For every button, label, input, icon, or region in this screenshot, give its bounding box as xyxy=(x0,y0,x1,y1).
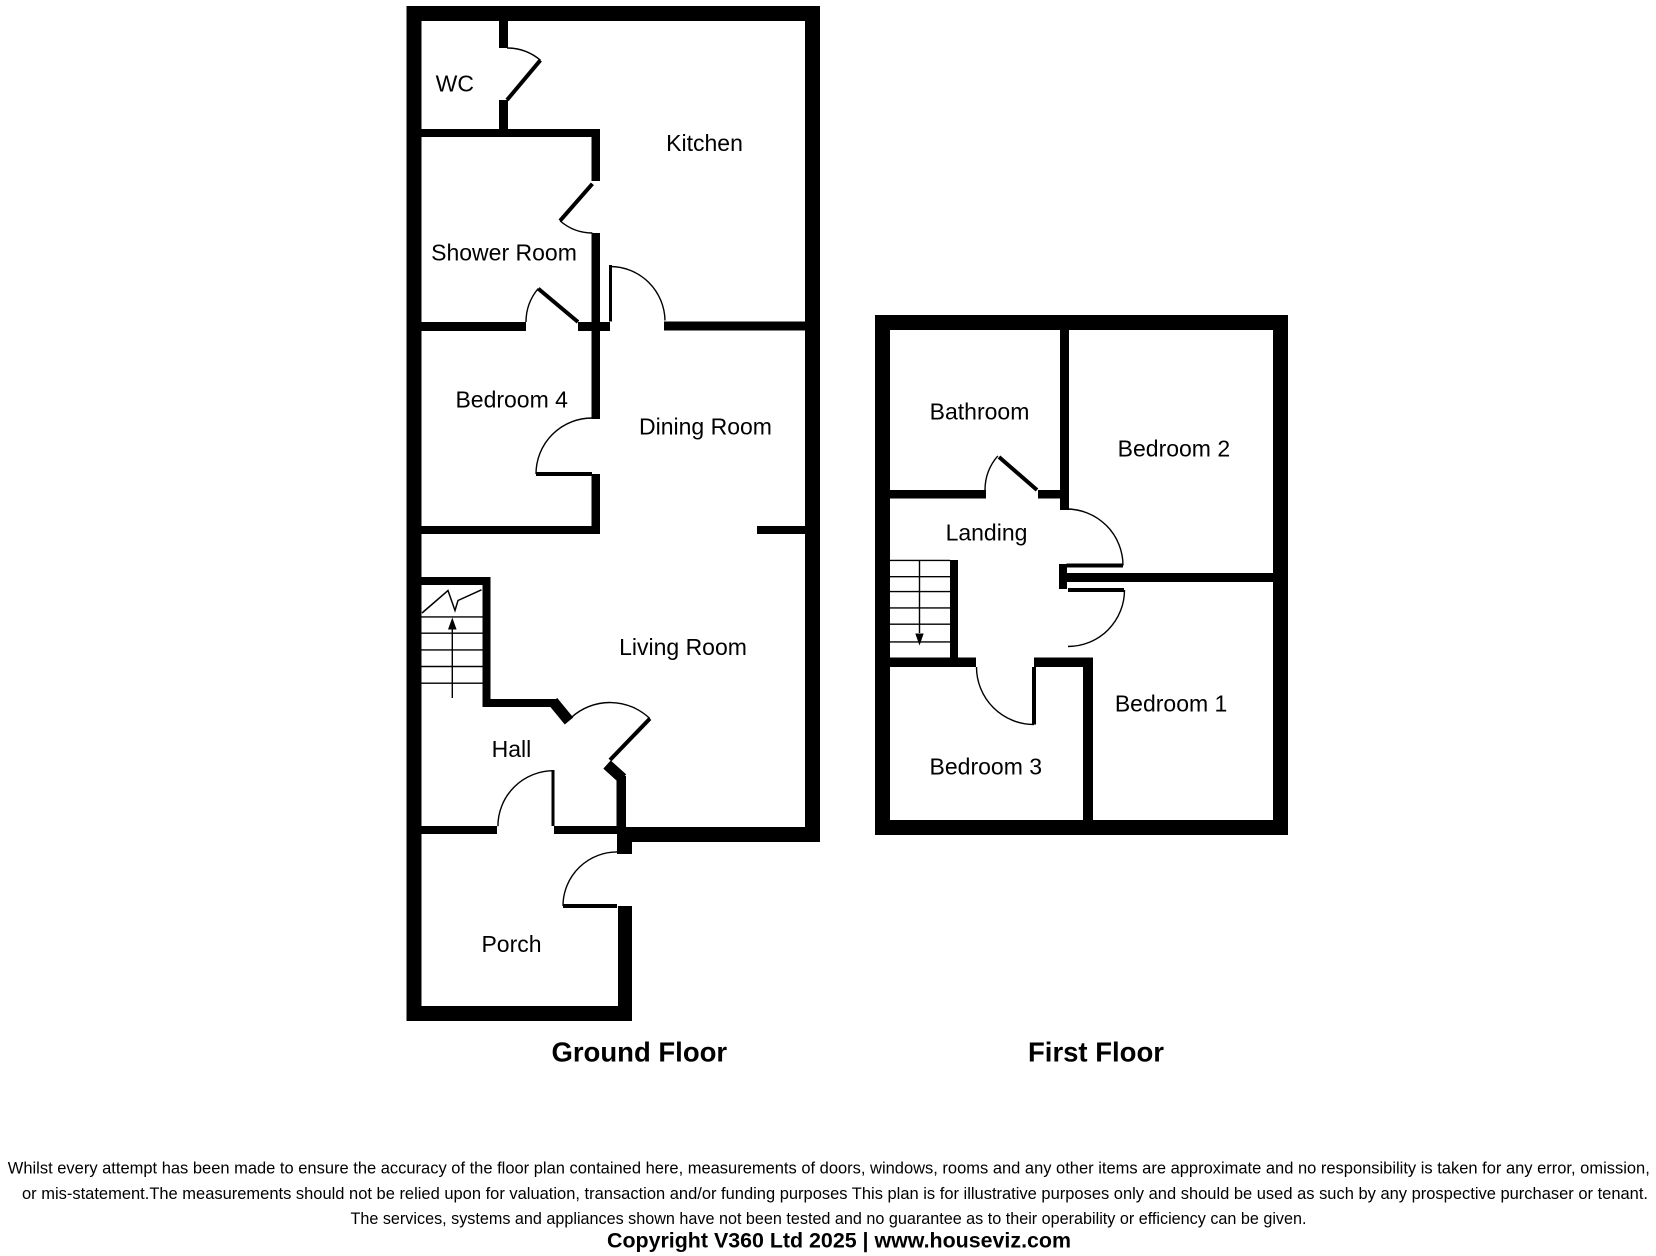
svg-text:or mis-statement.The measureme: or mis-statement.The measurements should… xyxy=(22,1184,1648,1203)
svg-text:Dining Room: Dining Room xyxy=(639,414,772,440)
svg-text:Ground Floor: Ground Floor xyxy=(551,1036,727,1067)
svg-text:Kitchen: Kitchen xyxy=(666,130,743,156)
svg-text:First Floor: First Floor xyxy=(1028,1036,1164,1067)
svg-text:Bedroom 4: Bedroom 4 xyxy=(455,387,568,413)
svg-text:Bedroom 1: Bedroom 1 xyxy=(1115,691,1228,717)
svg-text:Whilst every attempt has been: Whilst every attempt has been made to en… xyxy=(8,1158,1650,1177)
svg-text:Hall: Hall xyxy=(492,736,532,762)
svg-text:Bedroom 2: Bedroom 2 xyxy=(1118,436,1231,462)
svg-text:Shower Room: Shower Room xyxy=(431,240,577,266)
svg-text:Bedroom 3: Bedroom 3 xyxy=(930,754,1043,780)
svg-text:Porch: Porch xyxy=(481,931,541,957)
svg-text:Landing: Landing xyxy=(946,520,1028,546)
svg-text:Bathroom: Bathroom xyxy=(930,399,1030,425)
svg-text:Copyright V360 Ltd 2025 | www.: Copyright V360 Ltd 2025 | www.houseviz.c… xyxy=(607,1229,1071,1253)
svg-text:The services, systems and appl: The services, systems and appliances sho… xyxy=(351,1209,1307,1228)
svg-text:WC: WC xyxy=(436,71,474,97)
svg-text:Living Room: Living Room xyxy=(619,634,747,660)
